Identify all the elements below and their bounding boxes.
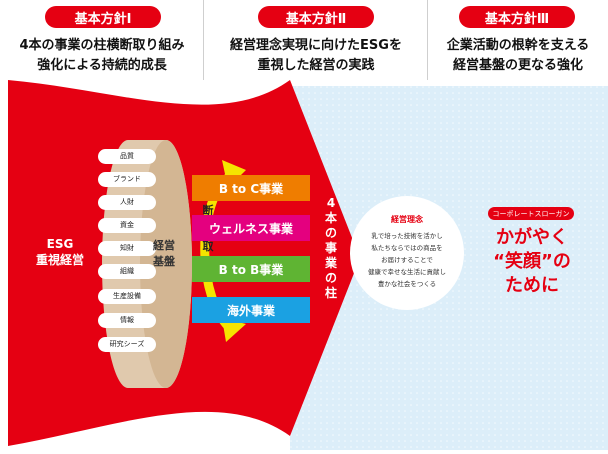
base-item-research-seeds: 研究シーズ <box>98 337 156 352</box>
philosophy-line: お届けすることで <box>381 256 433 264</box>
philosophy-circle: 経営理念 乳で培った技術を活かし 私たちならではの商品を お届けすることで 健康… <box>350 196 464 310</box>
business-btoc: B to C事業 <box>192 175 310 201</box>
cross-arrow-head-bottom <box>222 318 246 342</box>
business-overseas: 海外事業 <box>192 297 310 323</box>
philosophy-line: 乳で培った技術を活かし <box>371 232 443 240</box>
pillar-char: の <box>324 226 337 240</box>
business-btob: B to B事業 <box>192 256 310 282</box>
philosophy-title: 経営理念 <box>391 215 423 224</box>
base-item-talent: 人財 <box>98 195 156 210</box>
esg-label-line: ESG <box>46 237 74 251</box>
business-wellness: ウェルネス事業 <box>192 215 310 241</box>
policy-badge-1: 基本方針Ⅰ <box>45 6 161 28</box>
policy-text-line: 強化による持続的成長 <box>37 58 167 73</box>
base-label-line: 経営 <box>153 239 175 252</box>
slogan-text: かがやく “笑顔”の ために <box>476 226 588 298</box>
policy-text-1: 4本の事業の柱横断取り組み 強化による持続的成長 <box>0 36 204 76</box>
policy-badge-3: 基本方針Ⅲ <box>459 6 575 28</box>
esg-label: ESG 重視経営 <box>24 236 96 268</box>
pillar-char: 本 <box>324 211 337 225</box>
base-item-funds: 資金 <box>98 218 156 233</box>
slogan-tag: コーポレートスローガン <box>488 207 574 220</box>
esg-label-line: 重視経営 <box>35 253 84 267</box>
policy-text-2: 経営理念実現に向けたESGを 重視した経営の実践 <box>204 36 428 76</box>
policy-text-line: 4本の事業の柱横断取り組み <box>19 38 185 53</box>
slogan-line: かがやく <box>496 227 568 248</box>
philosophy-body: 乳で培った技術を活かし 私たちならではの商品を お届けすることで 健康で幸せな生… <box>350 230 464 290</box>
policy-text-line: 重視した経営の実践 <box>257 58 375 73</box>
slogan-line: “笑顔”の <box>493 251 571 272</box>
policy-text-3: 企業活動の根幹を支える 経営基盤の更なる強化 <box>428 36 608 76</box>
base-item-organization: 組織 <box>98 264 156 279</box>
policy-text-line: 企業活動の根幹を支える <box>446 38 590 53</box>
cross-char: 取 <box>202 240 214 253</box>
base-item-information: 情報 <box>98 313 156 328</box>
base-label: 経営 基盤 <box>146 238 182 270</box>
base-label-line: 基盤 <box>153 255 175 268</box>
base-item-facilities: 生産設備 <box>98 289 156 304</box>
base-item-quality: 品質 <box>98 149 156 164</box>
pillar-char: 4 <box>326 196 336 210</box>
base-item-brand: ブランド <box>98 172 156 187</box>
pillar-char: 事 <box>324 241 337 255</box>
policy-text-line: 経営基盤の更なる強化 <box>452 58 583 73</box>
slogan-line: ために <box>505 275 559 296</box>
four-pillars-label: 4 本 の 事 業 の 柱 <box>322 196 340 301</box>
pillar-char: 柱 <box>324 286 337 300</box>
philosophy-line: 健康で幸せな生活に貢献し <box>368 268 446 276</box>
pillar-char: 業 <box>324 256 337 270</box>
philosophy-line: 私たちならではの商品を <box>371 244 443 252</box>
philosophy-line: 豊かな社会をつくる <box>377 280 437 288</box>
base-item-ip: 知財 <box>98 241 156 256</box>
policy-text-line: 経営理念実現に向けたESGを <box>230 38 402 53</box>
policy-badge-2: 基本方針Ⅱ <box>258 6 374 28</box>
header-divider <box>203 0 204 80</box>
cross-char: 断 <box>202 204 214 217</box>
pillar-char: の <box>324 271 337 285</box>
header-divider <box>427 0 428 80</box>
